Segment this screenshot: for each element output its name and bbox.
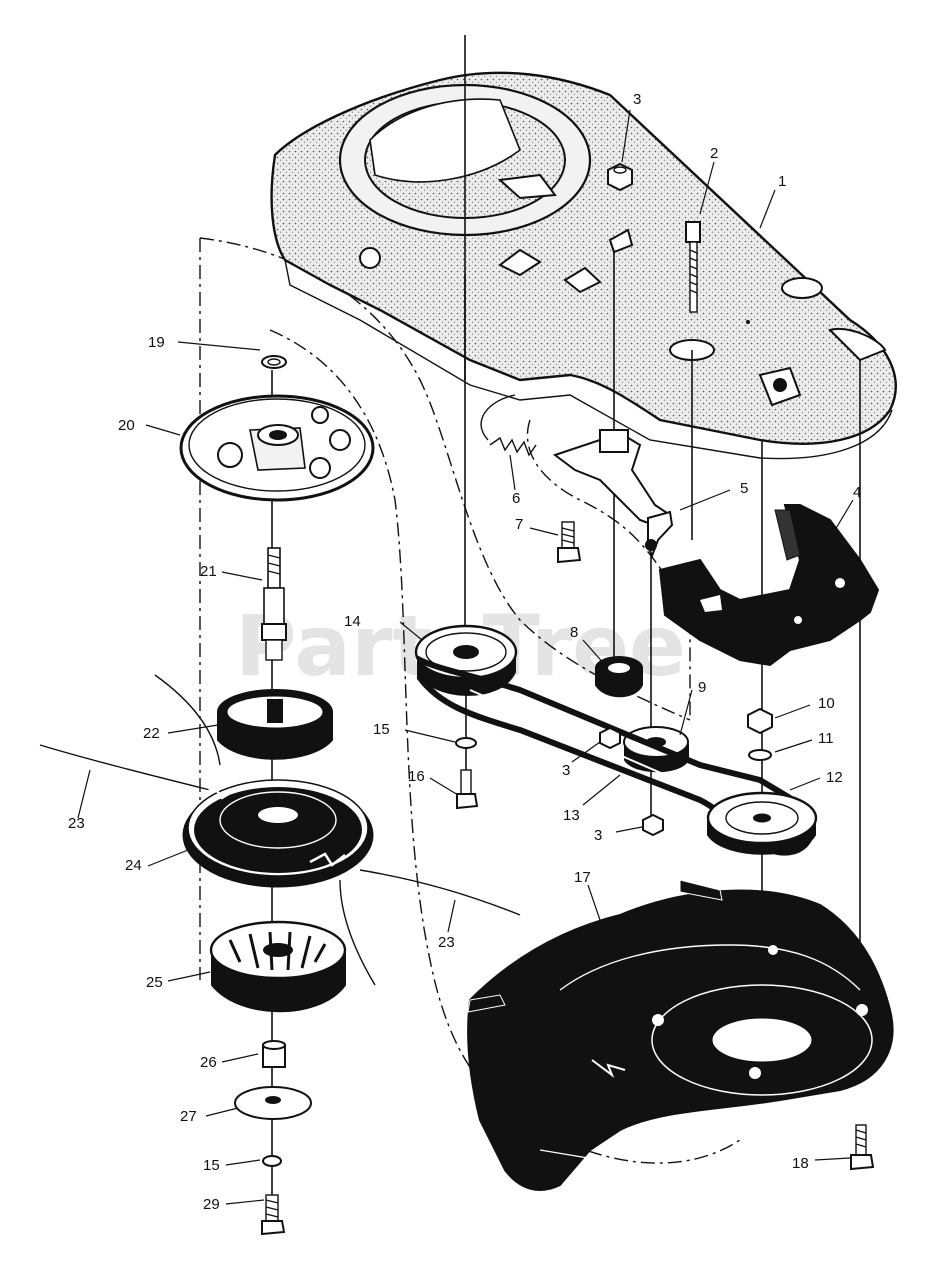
nut-part-3-low (642, 813, 664, 837)
spool-cup-part-22 (217, 689, 333, 760)
bolt-part-29 (261, 1194, 286, 1236)
callout-22: 22 (143, 725, 160, 742)
pulley-part-12 (706, 791, 818, 855)
callout-19: 19 (148, 334, 165, 351)
callout-5: 5 (740, 480, 748, 497)
callout-9: 9 (698, 679, 706, 696)
callout-18: 18 (792, 1155, 809, 1172)
callout-2: 2 (710, 145, 718, 162)
guard-part-4 (658, 504, 880, 667)
callout-24: 24 (125, 857, 142, 874)
spool-housing-part-25 (209, 920, 347, 1013)
spool-disc-part-24 (182, 779, 374, 888)
callout-8: 8 (570, 624, 578, 641)
callout-3: 3 (633, 91, 641, 108)
cover-part-17 (467, 879, 894, 1191)
callout-14: 14 (344, 613, 361, 630)
shaft-part-21 (261, 547, 287, 661)
pulley-part-8 (595, 656, 643, 698)
upper-housing (270, 71, 897, 460)
callout-16: 16 (408, 768, 425, 785)
callout-29: 29 (203, 1196, 220, 1213)
callout-4: 4 (853, 484, 861, 501)
bolt-part-7 (557, 521, 582, 564)
nut-part-3-mid (599, 726, 621, 750)
callout-7: 7 (515, 516, 523, 533)
washer-part-11 (748, 749, 772, 761)
washer-part-27 (234, 1086, 312, 1120)
callout-10: 10 (818, 695, 835, 712)
callout-6: 6 (512, 490, 520, 507)
washer-part-15-upper (455, 737, 477, 749)
callout-21: 21 (200, 563, 217, 580)
trimmer-line-part-23 (39, 674, 521, 986)
callout-3-low: 3 (594, 827, 602, 844)
callout-11: 11 (818, 730, 834, 747)
nut-part-3-top (607, 162, 633, 192)
callout-15-lower: 15 (203, 1157, 220, 1174)
callout-13: 13 (563, 807, 580, 824)
plate-part-20 (179, 394, 375, 502)
bolt-part-2 (685, 221, 701, 313)
bolt-part-16 (456, 769, 479, 810)
bolt-part-18 (850, 1124, 875, 1171)
callout-3-mid: 3 (562, 762, 570, 779)
callout-17: 17 (574, 869, 591, 886)
callout-12: 12 (826, 769, 843, 786)
callout-23-left: 23 (68, 815, 85, 832)
idler-bracket-part-5 (552, 428, 674, 559)
callout-20: 20 (118, 417, 135, 434)
callout-1: 1 (778, 173, 786, 190)
leader-lines (77, 109, 854, 1205)
callout-25: 25 (146, 974, 163, 991)
callout-labels: 3 2 1 4 5 6 7 8 9 10 11 12 13 14 15 16 3… (68, 91, 861, 1213)
lockwasher-part-15-lower (262, 1155, 282, 1167)
callout-26: 26 (200, 1054, 217, 1071)
knob-part-26 (262, 1040, 286, 1068)
callout-15-upper: 15 (373, 721, 390, 738)
callout-27: 27 (180, 1108, 197, 1125)
bearing-part-19 (261, 355, 287, 369)
nut-part-10 (747, 707, 773, 735)
callout-23-right: 23 (438, 934, 455, 951)
spring-part-6 (480, 394, 537, 457)
